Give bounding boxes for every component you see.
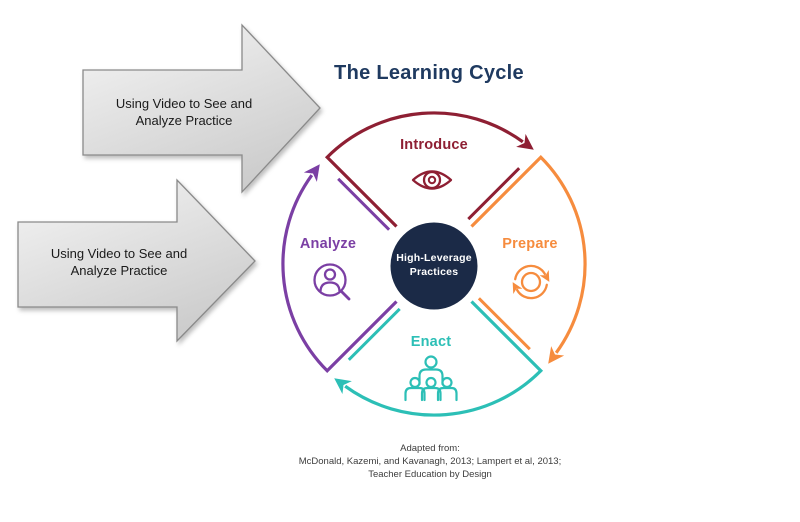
center-circle-label: High-Leverage Practices: [386, 252, 482, 280]
introduce-trailing-line: [467, 167, 521, 221]
block-arrow-top: [82, 23, 321, 194]
refresh-icon: [512, 264, 550, 300]
stage-label-introduce: Introduce: [400, 137, 468, 153]
citation: Adapted from: McDonald, Kazemi, and Kava…: [230, 443, 630, 481]
center-label-line1: High-Leverage: [396, 252, 472, 264]
stage-label-prepare: Prepare: [502, 236, 558, 252]
person-search-icon: [313, 263, 351, 301]
block-arrow-bottom: [17, 178, 256, 343]
people-group-icon: [404, 355, 458, 402]
enact-arc: [334, 300, 544, 417]
enact-trailing-line: [347, 307, 401, 361]
block-arrow-top-label: Using Video to See and Analyze Practice: [115, 96, 253, 128]
page-title: The Learning Cycle: [334, 62, 524, 84]
eye-icon: [411, 170, 453, 190]
introduce-arc: [324, 111, 534, 228]
stage-label-analyze: Analyze: [299, 236, 357, 252]
analyze-arc: [281, 164, 398, 374]
citation-line1: Adapted from:: [400, 443, 460, 454]
center-label-line2: Practices: [409, 265, 459, 278]
block-arrow-bottom-label: Using Video to See and Analyze Practice: [50, 246, 188, 278]
stage-label-enact: Enact: [410, 334, 452, 350]
analyze-trailing-line: [337, 177, 391, 231]
center-circle: [387, 219, 481, 313]
prepare-arc: [470, 154, 587, 364]
prepare-trailing-line: [477, 297, 531, 351]
citation-line3: Teacher Education by Design: [368, 468, 492, 480]
citation-line2: McDonald, Kazemi, and Kavanagh, 2013; La…: [298, 455, 562, 467]
